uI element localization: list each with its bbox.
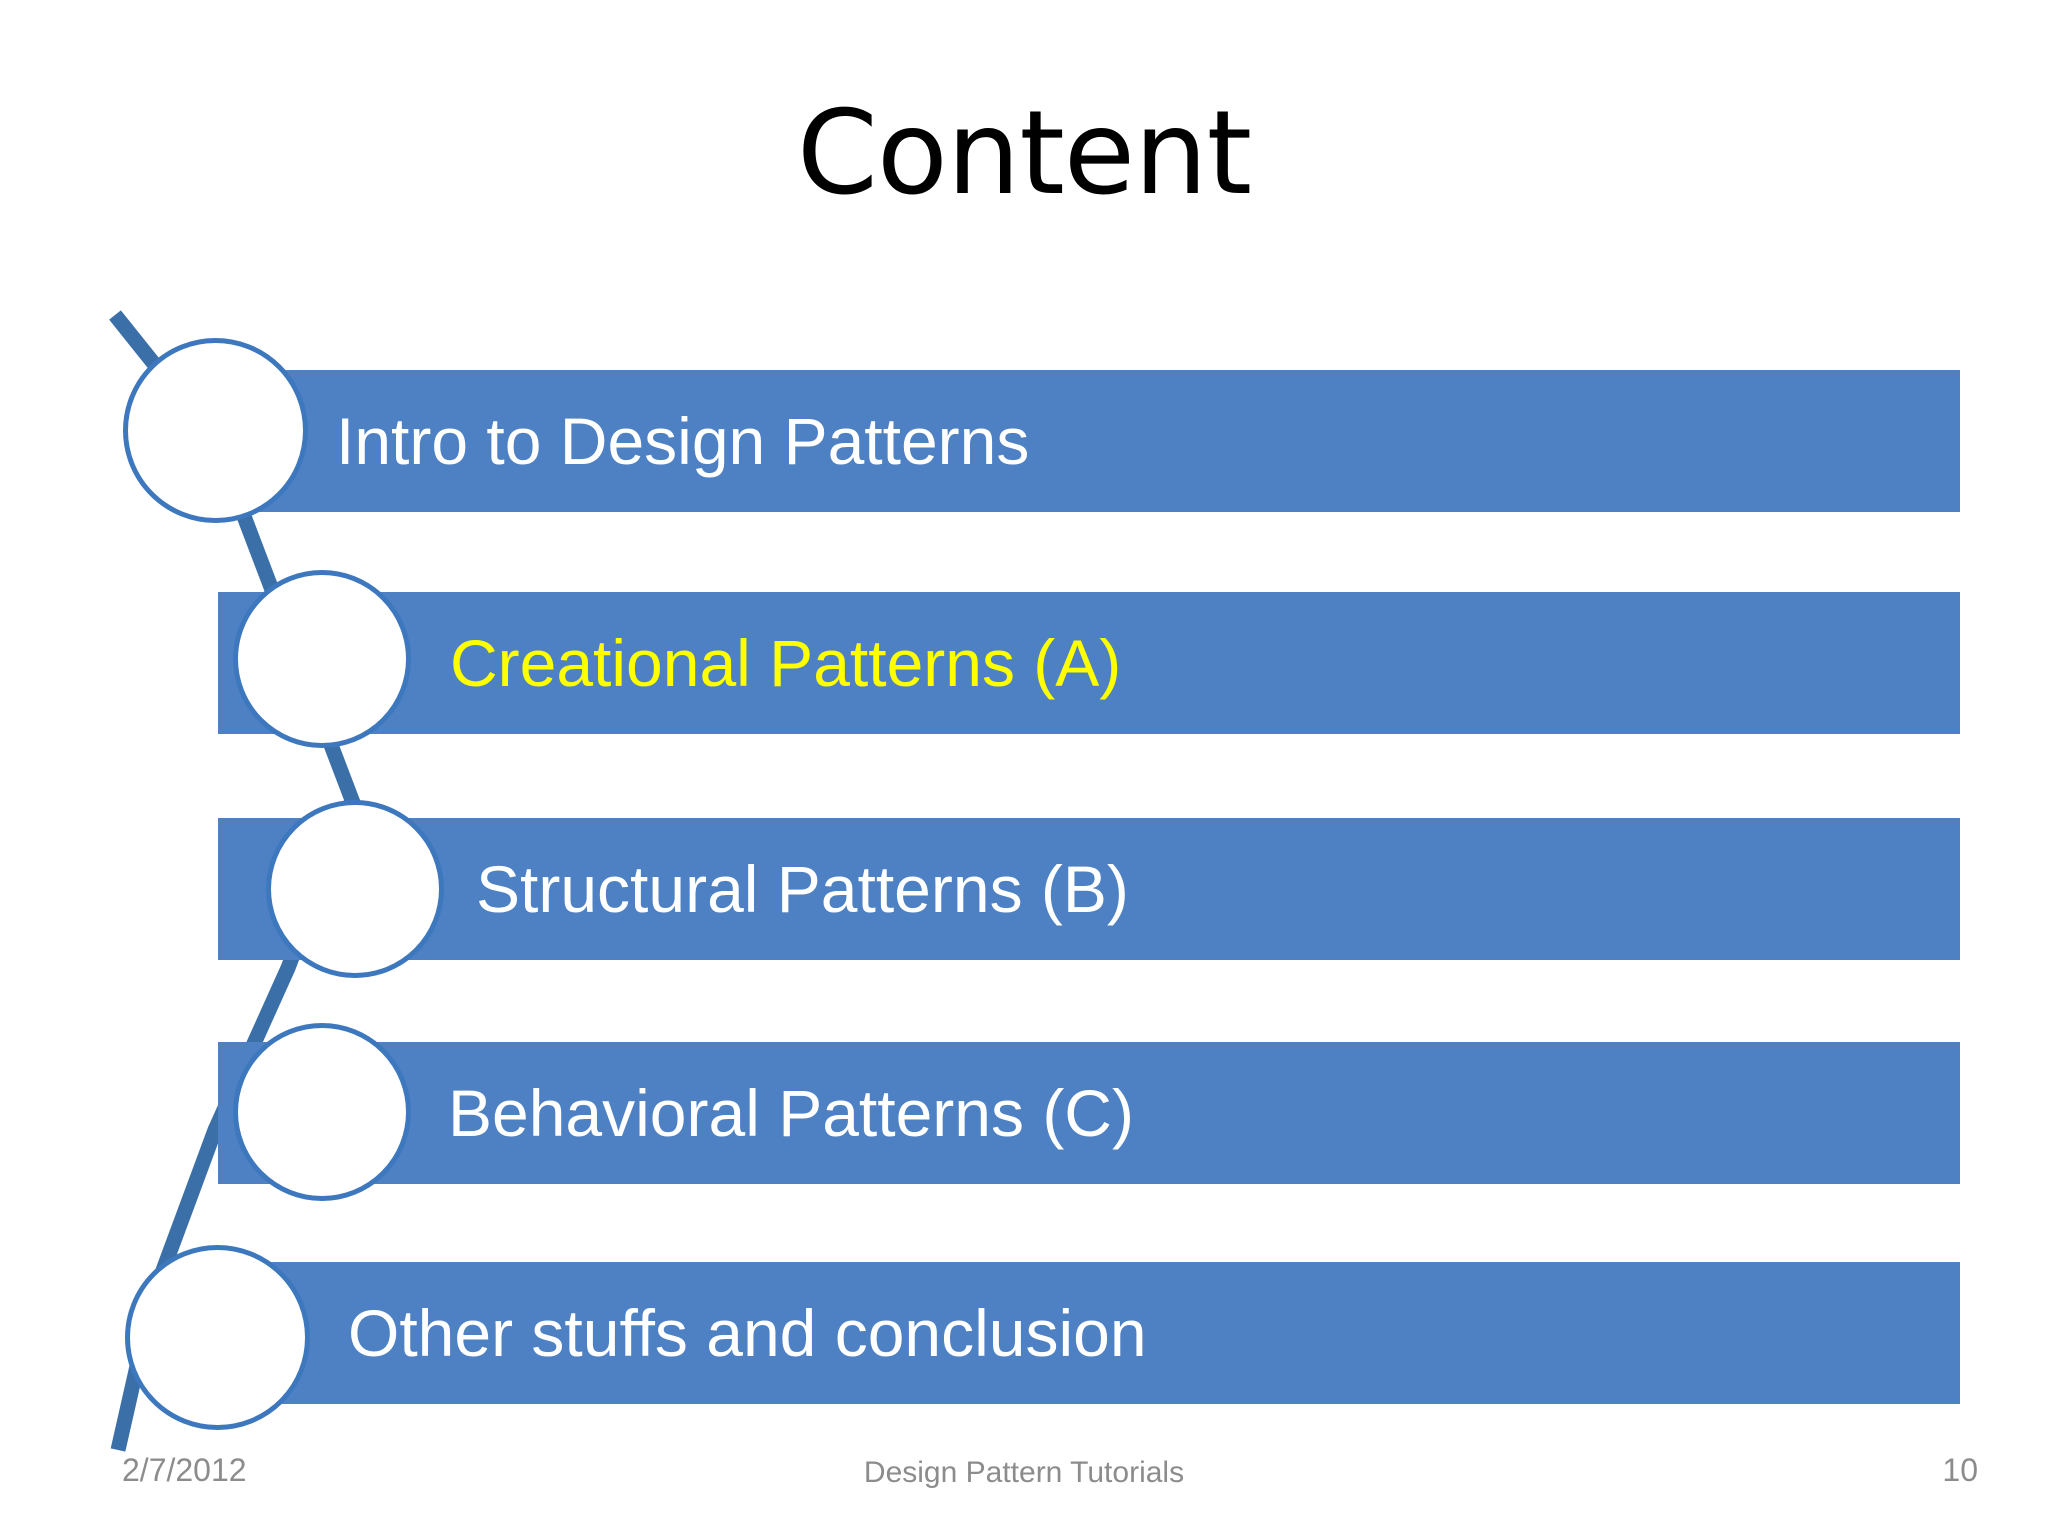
agenda-item-label-3: Structural Patterns (B) (476, 852, 1129, 926)
agenda-item-label-5: Other stuffs and conclusion (348, 1296, 1147, 1370)
footer-title: Design Pattern Tutorials (863, 1456, 1185, 1489)
footer-date: 2/7/2012 (122, 1452, 247, 1488)
agenda-bar-5[interactable]: Other stuffs and conclusion (218, 1262, 1960, 1404)
agenda-node-circle-3[interactable] (266, 800, 444, 978)
page-title: Content (796, 86, 1252, 221)
agenda-bar-2[interactable]: Creational Patterns (A) (218, 592, 1960, 734)
agenda-item-label-1: Intro to Design Patterns (336, 404, 1030, 478)
slide-footer: 2/7/2012 Design Pattern Tutorials 10 (0, 1452, 2048, 1512)
agenda-bar-1[interactable]: Intro to Design Patterns (218, 370, 1960, 512)
agenda-node-circle-4[interactable] (233, 1023, 411, 1201)
agenda-item-label-2: Creational Patterns (A) (450, 626, 1122, 700)
agenda-node-circle-5[interactable] (125, 1245, 310, 1430)
footer-page-number: 10 (1942, 1452, 1978, 1488)
agenda-node-circle-2[interactable] (233, 570, 411, 748)
agenda-bar-4[interactable]: Behavioral Patterns (C) (218, 1042, 1960, 1184)
agenda-node-circle-1[interactable] (123, 338, 308, 523)
agenda-bar-3[interactable]: Structural Patterns (B) (218, 818, 1960, 960)
agenda-item-label-4: Behavioral Patterns (C) (448, 1076, 1134, 1150)
